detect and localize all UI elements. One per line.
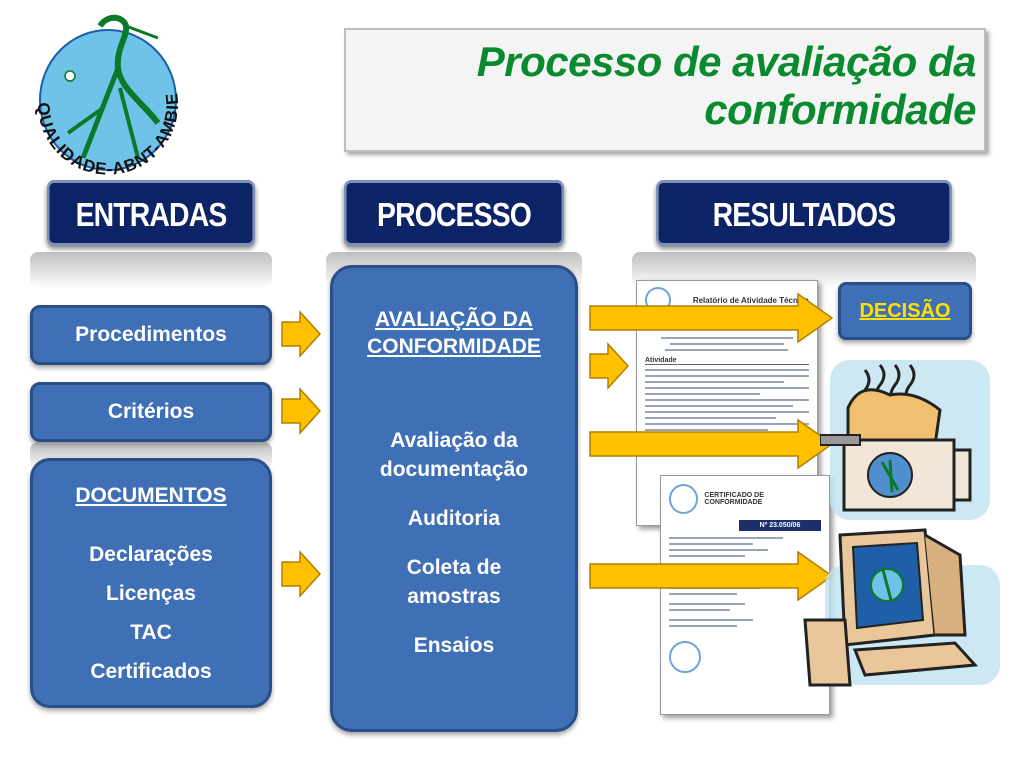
process-heading: AVALIAÇÃO DA CONFORMIDADE xyxy=(333,306,575,360)
arrow-icon xyxy=(281,550,322,598)
certificate-logo-icon xyxy=(669,484,699,514)
header-results: RESULTADOS xyxy=(656,180,952,246)
page-title-line1: Processo de avaliação da xyxy=(476,38,977,85)
title-box: Processo de avaliação da conformidade xyxy=(344,28,986,152)
header-inputs: ENTRADAS xyxy=(46,180,256,246)
documents-item: Licenças xyxy=(106,582,196,605)
input-criteria-label: Critérios xyxy=(107,400,195,423)
header-inputs-reflection xyxy=(30,252,272,288)
input-criteria: Critérios xyxy=(30,382,272,442)
process-step: Coleta de amostras xyxy=(406,556,502,608)
process-heading-line1: AVALIAÇÃO DA xyxy=(375,308,533,331)
process-box: AVALIAÇÃO DA CONFORMIDADE Avaliação da d… xyxy=(330,265,578,732)
documents-item: Certificados xyxy=(90,660,212,683)
arrow-icon xyxy=(281,387,322,435)
process-step: Auditoria xyxy=(407,507,501,530)
report-section: Atividade xyxy=(645,357,809,365)
logo: QUALIDADE-ABNT-AMBIENTAL xyxy=(1,0,198,183)
arrow-icon xyxy=(589,418,834,470)
page-title-line2: conformidade xyxy=(704,86,976,133)
arrow-icon xyxy=(589,292,834,344)
input-procedures: Procedimentos xyxy=(30,305,272,365)
input-documents: DOCUMENTOS Declarações Licenças TAC Cert… xyxy=(30,458,272,708)
process-step: Avaliação da documentação xyxy=(379,429,529,481)
process-heading-line2: CONFORMIDADE xyxy=(367,335,541,358)
input-procedures-label: Procedimentos xyxy=(75,323,227,346)
documents-item: TAC xyxy=(130,621,172,644)
decision-label: DECISÃO xyxy=(859,300,951,322)
certificate-seal-icon xyxy=(669,641,701,673)
decision-box: DECISÃO xyxy=(838,282,972,340)
documents-item: Declarações xyxy=(89,543,213,566)
arrow-icon xyxy=(589,550,834,602)
documents-list: Declarações Licenças TAC Certificados xyxy=(33,535,269,691)
report-title: Relatório de Atividade Técnica xyxy=(692,295,809,305)
toaster-icon xyxy=(820,360,990,520)
arrow-icon xyxy=(589,342,630,390)
certificate-title: CERTIFICADO DE CONFORMIDADE xyxy=(704,492,764,506)
process-step: Ensaios xyxy=(413,634,495,657)
certificate-number: Nº 23.050/06 xyxy=(739,520,821,531)
process-steps: Avaliação da documentação Auditoria Cole… xyxy=(333,426,575,660)
arrow-icon xyxy=(281,310,322,358)
logo-graphic: QUALIDADE-ABNT-AMBIENTAL xyxy=(1,0,191,183)
documents-heading: DOCUMENTOS xyxy=(75,484,227,507)
computer-icon xyxy=(803,528,1000,687)
page-title: Processo de avaliação da conformidade xyxy=(476,38,977,134)
header-process: PROCESSO xyxy=(343,180,565,246)
